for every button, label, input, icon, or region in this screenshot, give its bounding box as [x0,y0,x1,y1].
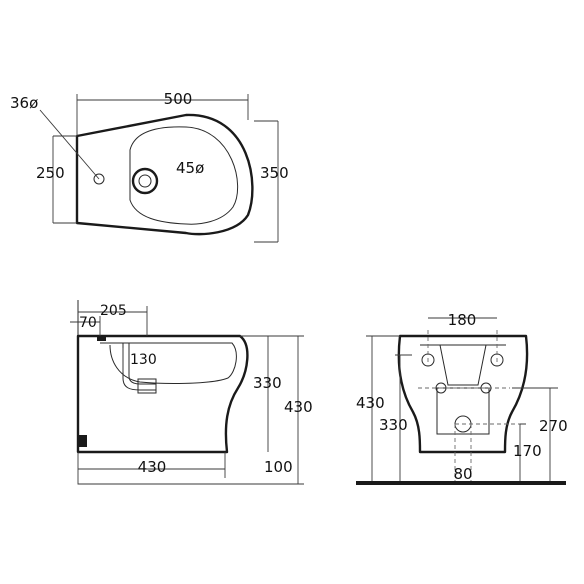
dim-line-rear-width [52,135,77,224]
tap-hole-leader [39,109,100,180]
side-view-bowl [100,342,237,384]
dim-line-total-height [230,335,304,485]
dim-line-drain-offset [78,306,148,336]
side-view: 205 70 130 330 430 430 100 [70,300,313,485]
top-view-outline [75,113,254,236]
rear-view-inner [420,344,506,386]
dim-label-fixing-spacing: 180 [448,311,477,329]
dim-label-rear-rim-height: 330 [379,416,408,434]
side-view-drain-pipe [122,343,156,391]
dim-line-outlet-height [519,423,526,484]
side-view-outline [76,334,249,454]
rear-floor [356,481,566,485]
dim-label-base-length: 430 [138,458,167,476]
dim-label-wall-clearance: 100 [264,458,293,476]
dim-label-tap-hole: 36ø [10,94,38,112]
dim-line-rear-rim-height [395,354,412,484]
drain-outer-circle [131,167,159,195]
dim-line-wall-clearance [77,478,230,485]
dim-label-rear-total-height: 430 [356,394,385,412]
dim-label-tap-offset: 70 [79,315,97,331]
rear-view-outline [397,334,529,454]
rear-view: 180 430 330 270 170 80 [356,311,568,485]
dim-line-length [76,94,249,136]
dim-label-length: 500 [164,90,193,108]
dim-line-overall-width [254,120,279,243]
side-view-base-block [78,435,87,447]
dim-label-outlet-width: 80 [453,465,472,483]
dim-line-rear-total-height [366,335,400,484]
side-view-trap [137,378,157,394]
dim-label-total-height: 430 [284,398,313,416]
dim-label-drain-offset: 205 [100,303,127,319]
dim-label-fixing-height: 270 [539,417,568,435]
dim-label-outlet-height: 170 [513,442,542,460]
dim-line-tap-offset [70,316,101,336]
rear-hidden-lines [418,330,520,484]
dim-label-drain-depth: 130 [130,352,157,368]
top-view: 500 36ø 45ø 250 350 [10,90,289,243]
tap-hole [93,173,105,185]
drain-inner-circle [138,174,152,188]
dim-label-rim-height: 330 [253,374,282,392]
top-view-bowl-rim [129,126,239,225]
dim-label-overall-width: 350 [260,164,289,182]
rear-view-cavity [436,387,490,435]
dim-label-rear-width: 250 [36,164,65,182]
dim-line-rim-height [240,335,275,452]
dim-line-base-length [77,452,226,478]
side-view-tap-block [97,337,106,341]
dim-label-drain: 45ø [176,159,204,177]
dim-line-fixing-height [512,387,558,484]
